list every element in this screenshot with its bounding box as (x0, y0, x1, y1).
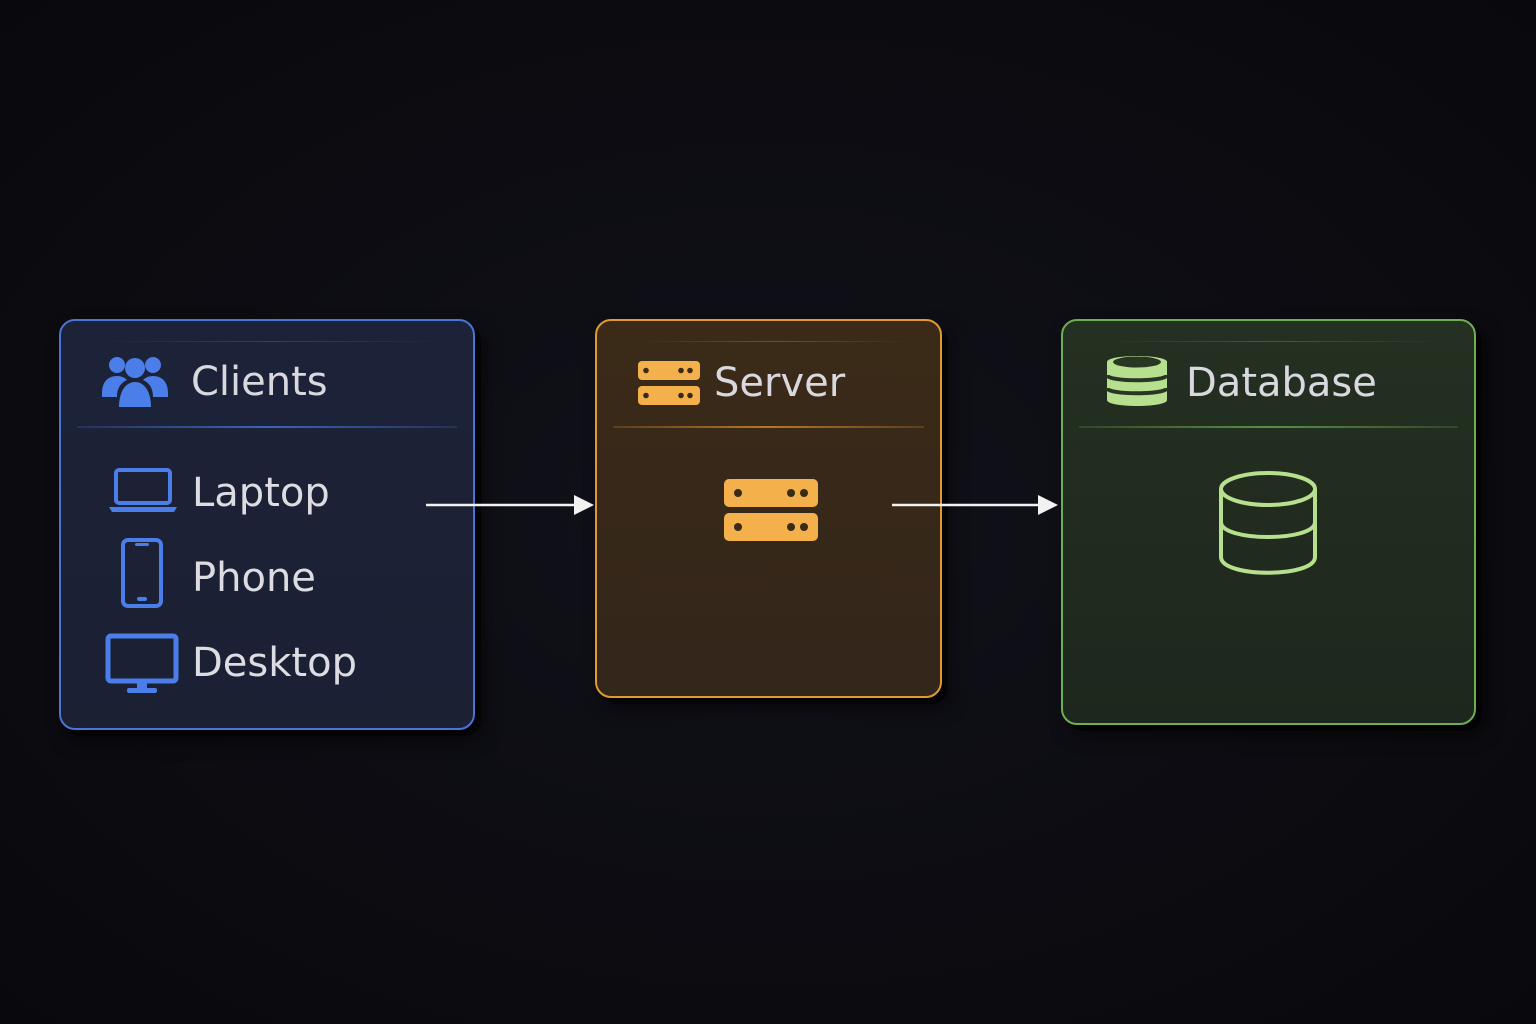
laptop-icon (109, 468, 177, 512)
database-body-icon (1219, 471, 1317, 575)
server-title: Server (714, 360, 846, 406)
phone-icon (121, 538, 163, 608)
server-icon (638, 361, 700, 405)
client-item-phone-label: Phone (192, 555, 316, 601)
clients-title: Clients (191, 359, 328, 405)
clients-top-highlight (101, 341, 443, 342)
arrow-clients-to-server (426, 495, 594, 515)
server-top-highlight (637, 341, 910, 342)
server-divider (613, 426, 924, 428)
server-body-icon (724, 479, 818, 541)
server-box: Server (595, 319, 942, 698)
arrow-server-to-database (892, 495, 1058, 515)
clients-box: Clients Laptop Phone Desktop (59, 319, 475, 730)
users-icon (102, 357, 168, 407)
database-icon (1106, 356, 1168, 406)
client-item-laptop-label: Laptop (192, 470, 330, 516)
database-box: Database (1061, 319, 1476, 725)
database-divider (1079, 426, 1458, 428)
clients-divider (77, 426, 457, 428)
database-title: Database (1186, 360, 1377, 406)
database-top-highlight (1103, 341, 1444, 342)
client-item-desktop-label: Desktop (192, 640, 357, 686)
monitor-icon (105, 633, 179, 693)
